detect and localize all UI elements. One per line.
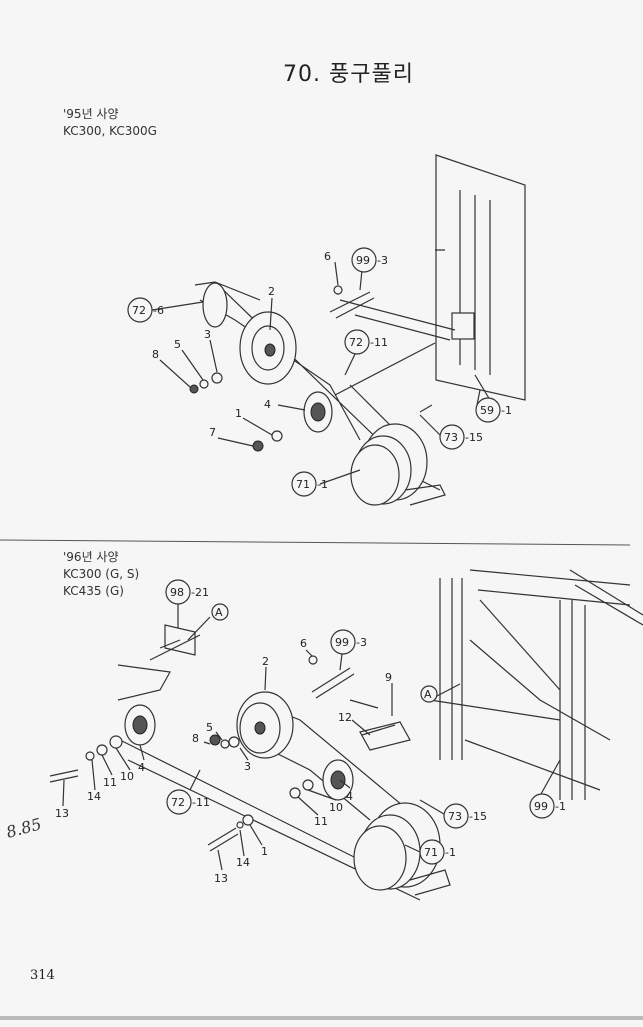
callout-6: 6	[300, 637, 307, 650]
svg-text:-6: -6	[153, 304, 164, 317]
spec-models: KC300, KC300G	[63, 124, 157, 138]
callout-1: 1	[261, 845, 268, 858]
svg-text:59: 59	[480, 404, 494, 417]
callout-1: 1	[235, 407, 242, 420]
callout-4: 4	[264, 398, 271, 411]
svg-text:A: A	[215, 606, 223, 619]
svg-text:-1: -1	[445, 846, 456, 859]
callout-6: 6	[324, 250, 331, 263]
svg-text:99: 99	[356, 254, 370, 267]
svg-text:71: 71	[424, 846, 438, 859]
page-number: 314	[30, 968, 55, 983]
callout-2: 2	[268, 285, 275, 298]
callout-14: 14	[87, 790, 101, 803]
callout-71-1: 71 -1	[419, 839, 456, 865]
callout-5: 5	[174, 338, 181, 351]
svg-text:72: 72	[132, 304, 146, 317]
svg-text:99: 99	[534, 800, 548, 813]
callout-98-21: 98 -21	[165, 579, 209, 605]
spec-95: '95년 사양 KC300, KC300G	[63, 106, 157, 140]
callout-4: 4	[138, 761, 145, 774]
svg-text:-1: -1	[501, 404, 512, 417]
callout-3: 3	[244, 760, 251, 773]
bottom-assembly: 98-21 A 6 99-3 2 9 A 12 5 8 3 4 10 11 14…	[49, 569, 643, 901]
svg-text:98: 98	[170, 586, 184, 599]
callout-4: 4	[346, 790, 353, 803]
page-title: 70. 풍구풀리	[283, 62, 414, 87]
callout-72-6: 72 -6	[127, 297, 164, 323]
spec-year: '95년 사양	[63, 107, 119, 121]
callout-72-11: 72 -11	[344, 329, 388, 355]
callout-2: 2	[262, 655, 269, 668]
callout-13: 13	[214, 872, 228, 885]
callout-99-3: 99 -3	[351, 247, 388, 273]
callout-73-15: 73 -15	[443, 803, 487, 829]
spec-models: KC435 (G)	[63, 584, 124, 598]
handwritten-note: 8.85	[4, 814, 43, 842]
svg-text:72: 72	[349, 336, 363, 349]
spec-96: '96년 사양 KC300 (G, S) KC435 (G)	[63, 549, 139, 600]
svg-text:-21: -21	[191, 586, 209, 599]
callout-7: 7	[209, 426, 216, 439]
svg-text:73: 73	[444, 431, 458, 444]
svg-text:-1: -1	[555, 800, 566, 813]
callout-11: 11	[314, 815, 328, 828]
callout-72-11: 72 -11	[166, 789, 210, 815]
callout-59-1: 59 -1	[475, 397, 512, 423]
callout-14: 14	[236, 856, 250, 869]
callout-5: 5	[206, 721, 213, 734]
callout-10: 10	[120, 770, 134, 783]
svg-text:-1: -1	[317, 478, 328, 491]
svg-text:-15: -15	[465, 431, 483, 444]
svg-text:-3: -3	[377, 254, 388, 267]
callout-99-3: 99 -3	[330, 629, 367, 655]
svg-text:72: 72	[171, 796, 185, 809]
callout-11: 11	[103, 776, 117, 789]
callout-12: 12	[338, 711, 352, 724]
callout-10: 10	[329, 801, 343, 814]
svg-text:99: 99	[335, 636, 349, 649]
callout-8: 8	[152, 348, 159, 361]
top-assembly: 6 99 -3 2 72 -6 3 5 8 72 -11 4 1 7 73 -15 59…	[127, 154, 526, 506]
svg-text:A: A	[424, 688, 432, 701]
callout-8: 8	[192, 732, 199, 745]
svg-text:73: 73	[448, 810, 462, 823]
section-divider	[0, 539, 631, 546]
callout-a-ref: A	[211, 603, 229, 621]
callout-73-15: 73 -15	[439, 424, 483, 450]
svg-text:-11: -11	[370, 336, 388, 349]
svg-text:-11: -11	[192, 796, 210, 809]
callout-13: 13	[55, 807, 69, 820]
callout-99-1: 99 -1	[529, 793, 566, 819]
callout-a-ref: A	[420, 685, 438, 703]
spec-year: '96년 사양	[63, 550, 119, 564]
svg-text:-3: -3	[356, 636, 367, 649]
svg-text:-15: -15	[469, 810, 487, 823]
callout-71-1: 71 -1	[291, 471, 328, 497]
callout-9: 9	[385, 671, 392, 684]
spec-models: KC300 (G, S)	[63, 567, 140, 581]
svg-text:71: 71	[296, 478, 310, 491]
callout-3: 3	[204, 328, 211, 341]
